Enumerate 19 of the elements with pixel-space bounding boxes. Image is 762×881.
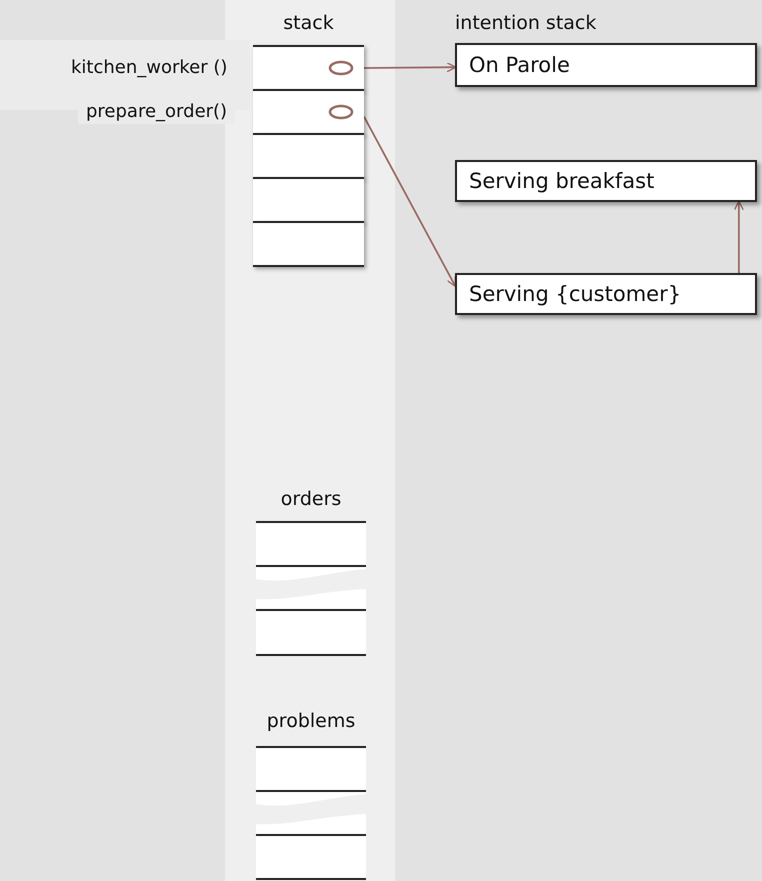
stack-slot <box>253 45 364 91</box>
stack-heading: stack <box>282 12 335 34</box>
queue-slot <box>256 746 366 808</box>
arrow <box>363 116 456 288</box>
stack-heading: intention stack <box>455 12 598 34</box>
stack-heading: orders <box>280 488 342 510</box>
stack-slot <box>253 89 364 135</box>
stack-slot <box>253 133 364 179</box>
intention-box: Serving breakfast <box>455 160 757 202</box>
stack-heading: problems <box>266 710 356 732</box>
queue-slot <box>256 814 366 880</box>
intention-box: On Parole <box>455 43 757 87</box>
intention-box: Serving {customer} <box>455 273 757 315</box>
arrow <box>364 62 457 72</box>
arrow <box>734 200 744 273</box>
stack-slot <box>253 177 364 223</box>
queue-slot <box>256 589 366 656</box>
stack-slot <box>253 221 364 267</box>
queue-slot <box>256 521 366 583</box>
